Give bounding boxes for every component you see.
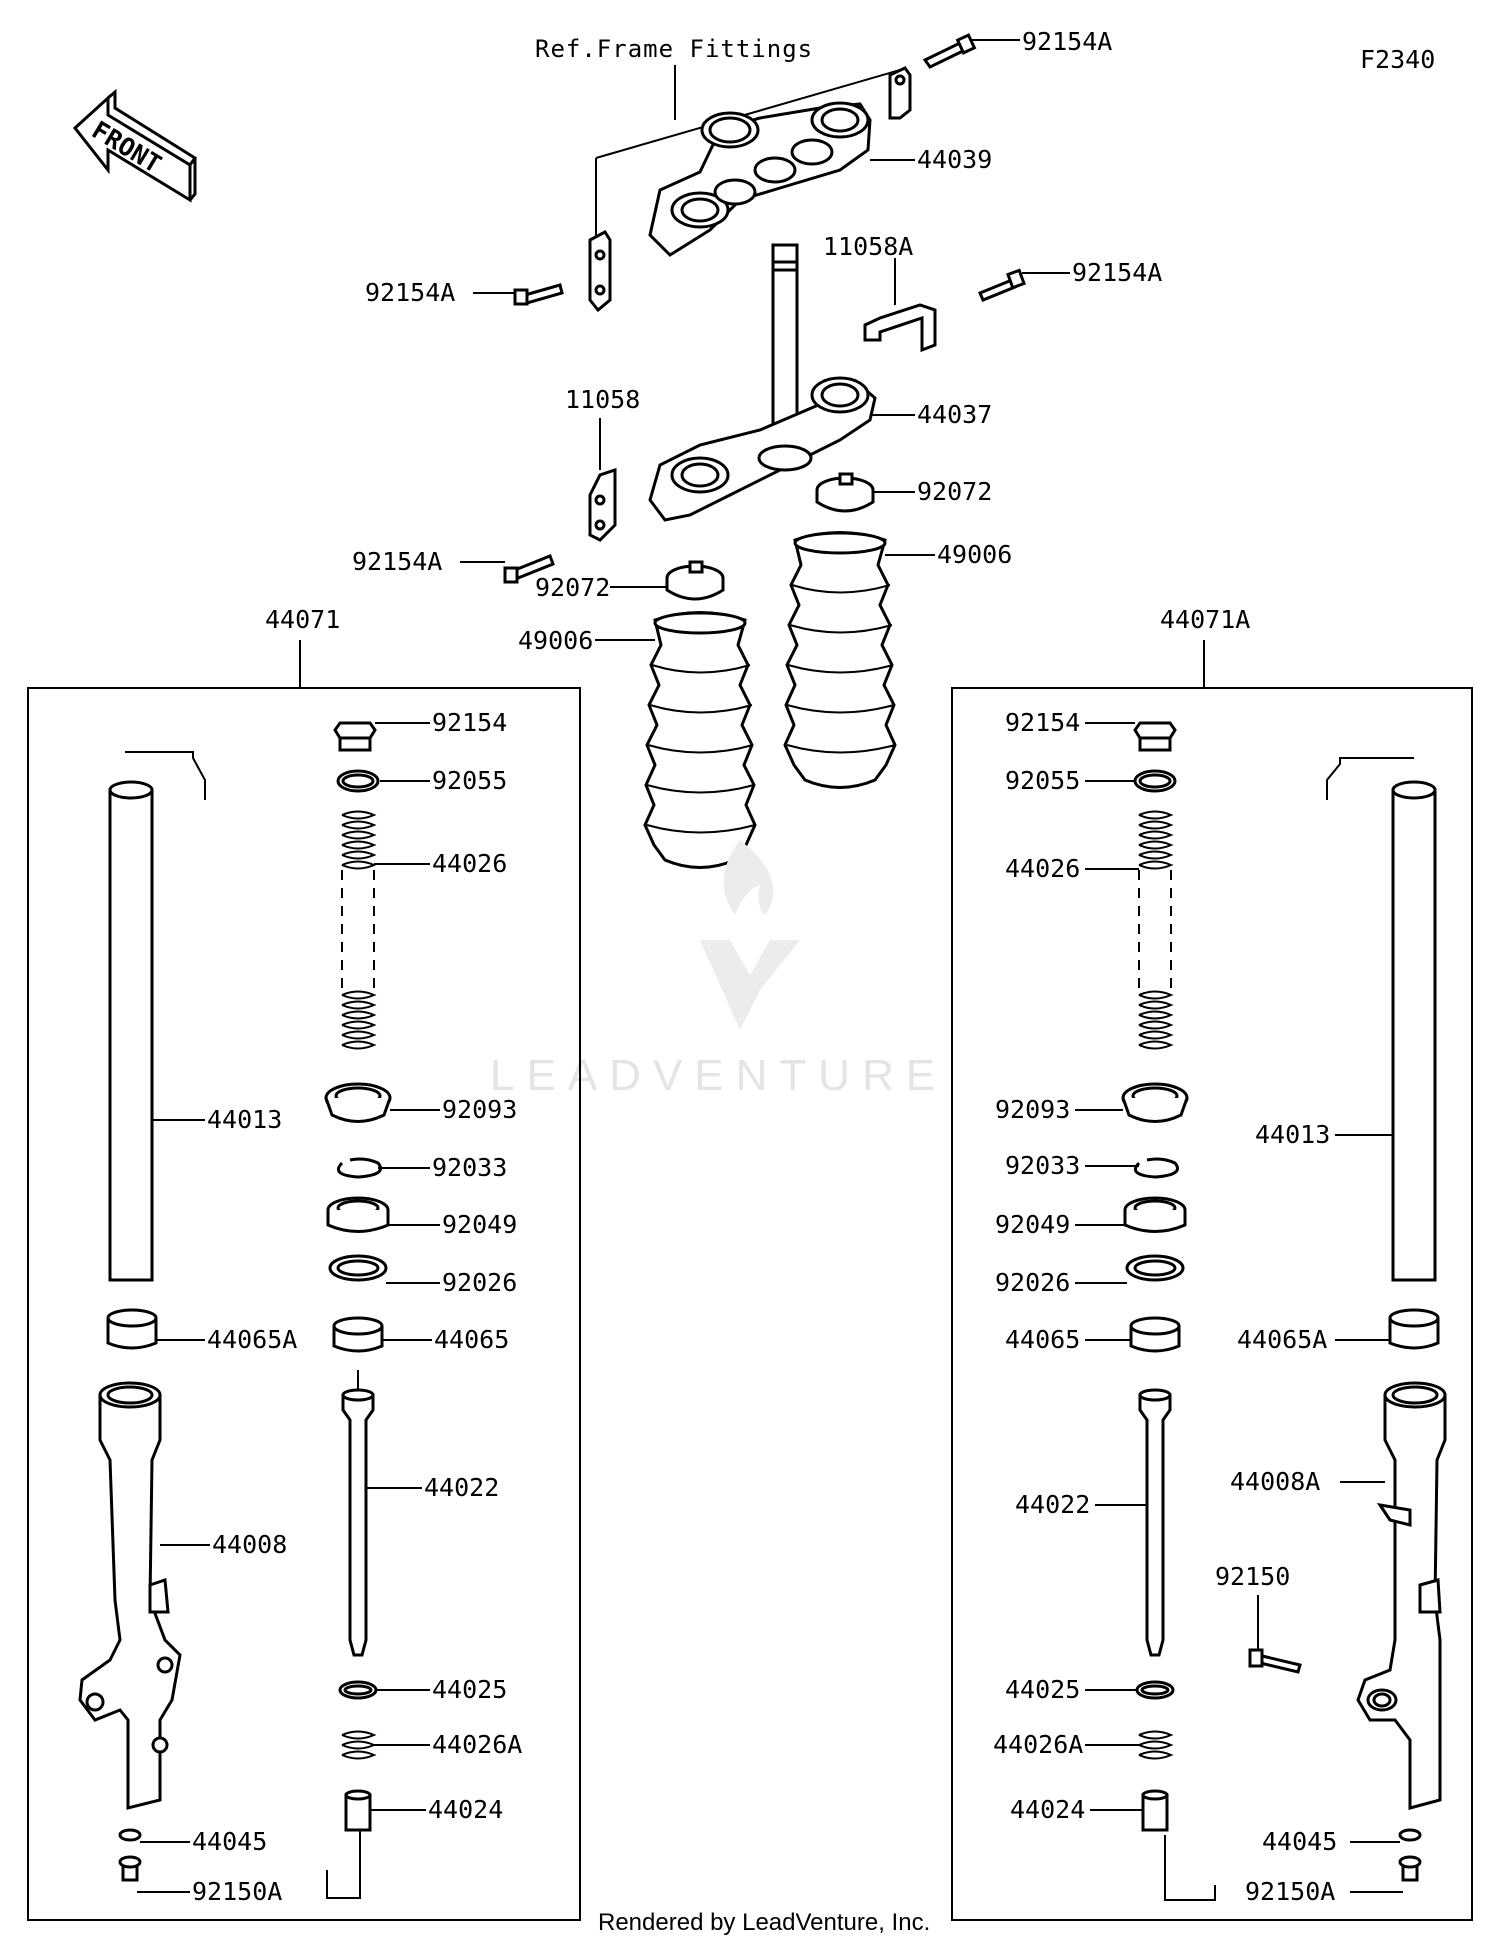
label-92072-right: 92072 [917, 477, 992, 506]
right-label-92049: 92049 [995, 1210, 1070, 1239]
left-label-44026a: 44026A [432, 1730, 522, 1759]
left-label-92033: 92033 [432, 1153, 507, 1182]
right-label-92055: 92055 [1005, 766, 1080, 795]
left-label-92026: 92026 [442, 1268, 517, 1297]
right-label-44045: 44045 [1262, 1827, 1337, 1856]
right-label-44008a: 44008A [1230, 1467, 1320, 1496]
right-label-44025: 44025 [1005, 1675, 1080, 1704]
right-label-92150a: 92150A [1245, 1877, 1335, 1906]
left-label-44008: 44008 [212, 1530, 287, 1559]
boot-49006-right [783, 531, 897, 789]
label-92154a-top-left: 92154A [365, 278, 455, 307]
right-label-44065a: 44065A [1237, 1325, 1327, 1354]
inner-tube-left [108, 788, 154, 1282]
right-label-44026: 44026 [1005, 854, 1080, 883]
left-label-92093: 92093 [442, 1095, 517, 1124]
upper-bracket-plate-left [588, 230, 612, 313]
label-92154a-stem-left: 92154A [352, 547, 442, 576]
left-label-44025: 44025 [432, 1675, 507, 1704]
right-label-44024: 44024 [1010, 1795, 1085, 1824]
diagram-code: F2340 [1360, 45, 1435, 74]
left-label-44045: 44045 [192, 1827, 267, 1856]
front-arrow-icon: FRONT [72, 88, 198, 203]
bolt-top-left [513, 283, 564, 306]
ref-frame-label: Ref.Frame Fittings [535, 35, 813, 63]
left-label-44026: 44026 [432, 849, 507, 878]
bracket-11058 [588, 467, 617, 542]
right-label-92093: 92093 [995, 1095, 1070, 1124]
top-leaders [299, 39, 1205, 687]
label-44039: 44039 [917, 145, 992, 174]
label-11058a: 11058A [823, 232, 913, 261]
label-49006-right: 49006 [937, 540, 1012, 569]
left-label-44065a: 44065A [207, 1325, 297, 1354]
label-44071: 44071 [265, 605, 340, 634]
left-fork-parts [78, 721, 392, 1899]
clamp-92072-left [665, 560, 725, 601]
right-fork-leaders [1075, 722, 1403, 1893]
right-label-44026a: 44026A [993, 1730, 1083, 1759]
right-fork-parts [1121, 721, 1447, 1901]
left-label-44013: 44013 [207, 1105, 282, 1134]
left-fork-box [27, 687, 581, 1921]
ref-frame-leaders [595, 65, 901, 240]
right-label-92150: 92150 [1215, 1562, 1290, 1591]
right-label-44022: 44022 [1015, 1490, 1090, 1519]
label-44071a: 44071A [1160, 605, 1250, 634]
left-label-44024: 44024 [428, 1795, 503, 1824]
right-fork-box [951, 687, 1473, 1921]
label-11058: 11058 [565, 385, 640, 414]
upper-bracket-plate-right [888, 66, 912, 120]
label-49006-left: 49006 [518, 626, 593, 655]
right-label-92026: 92026 [995, 1268, 1070, 1297]
right-label-44065: 44065 [1005, 1325, 1080, 1354]
left-label-92049: 92049 [442, 1210, 517, 1239]
svg-text:LEADVENTURE: LEADVENTURE [490, 1051, 947, 1100]
left-label-92150a: 92150A [192, 1877, 282, 1906]
footer-credit: Rendered by LeadVenture, Inc. [598, 1909, 930, 1936]
bolt-stem-right [978, 268, 1026, 302]
right-label-92033: 92033 [1005, 1151, 1080, 1180]
boot-49006-left [643, 611, 757, 869]
right-label-44013: 44013 [1255, 1120, 1330, 1149]
left-label-92055: 92055 [432, 766, 507, 795]
right-label-92154: 92154 [1005, 708, 1080, 737]
label-92154a-top-right: 92154A [1022, 27, 1112, 56]
lower-bracket [648, 376, 877, 522]
left-label-92154: 92154 [432, 708, 507, 737]
left-label-44065: 44065 [434, 1325, 509, 1354]
label-92072-left: 92072 [535, 573, 610, 602]
watermark: LEADVENTURE [490, 840, 947, 1100]
clamp-92072-right [815, 472, 875, 513]
label-92154a-stem-right: 92154A [1072, 258, 1162, 287]
bolt-top-right [922, 33, 977, 69]
left-label-44022: 44022 [424, 1473, 499, 1502]
left-fork-leaders [137, 722, 440, 1893]
upper-bracket [648, 101, 872, 257]
bracket-11058a [863, 303, 937, 353]
bolt-stem-left [503, 554, 555, 584]
label-44037: 44037 [917, 400, 992, 429]
